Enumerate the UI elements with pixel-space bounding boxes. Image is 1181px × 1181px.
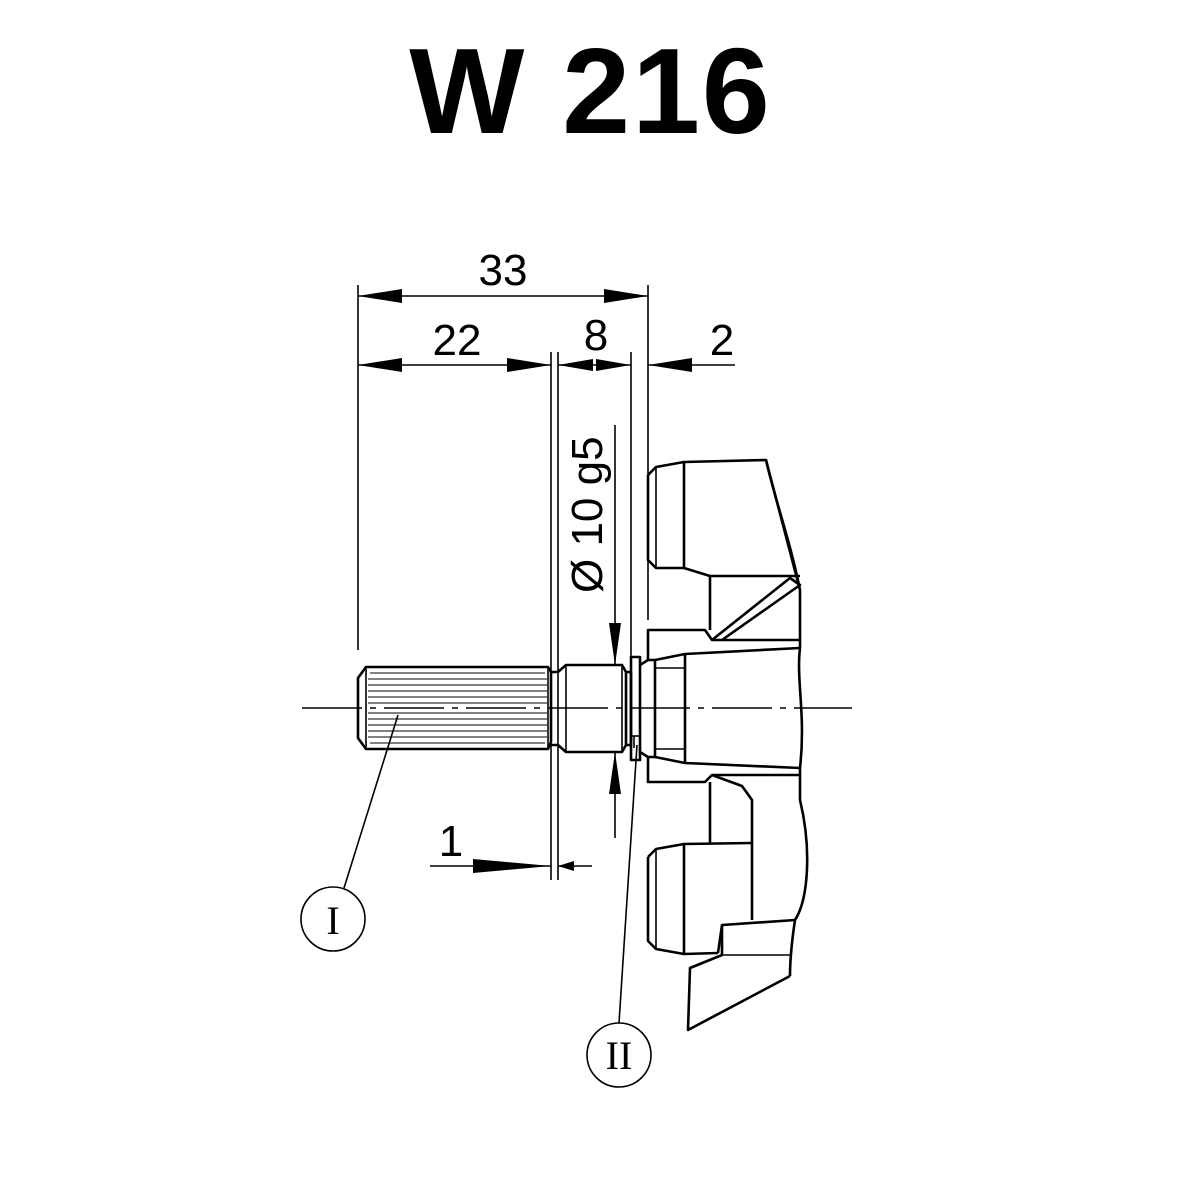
callout-1-label: I [326,898,339,943]
callout-2-label: II [606,1033,633,1078]
housing [639,458,809,1032]
dim-2-label: 2 [710,316,734,365]
dim-8-label: 8 [584,311,608,360]
dimension-overall: 33 [358,246,648,303]
drawing-title: W 216 [409,23,772,159]
extension-lines [357,285,649,880]
dim-33-label: 33 [479,246,528,295]
dimension-neck-length: 8 [558,311,631,371]
knurled-shaft [356,665,553,751]
dimension-shaft-length: 22 [358,316,551,372]
dim-1-label: 1 [439,817,463,866]
callout-part-2: II [586,744,652,1088]
knurl-pattern [368,672,547,744]
dim-22-label: 22 [433,316,482,365]
dimension-chamfer: 1 [430,817,592,873]
dim-diameter-label: Ø 10 g5 [563,436,612,593]
dimension-diameter: Ø 10 g5 [563,425,621,838]
retaining-ring [629,655,642,762]
callout-part-1: I [300,714,399,952]
dimension-offset: 2 [648,316,735,372]
